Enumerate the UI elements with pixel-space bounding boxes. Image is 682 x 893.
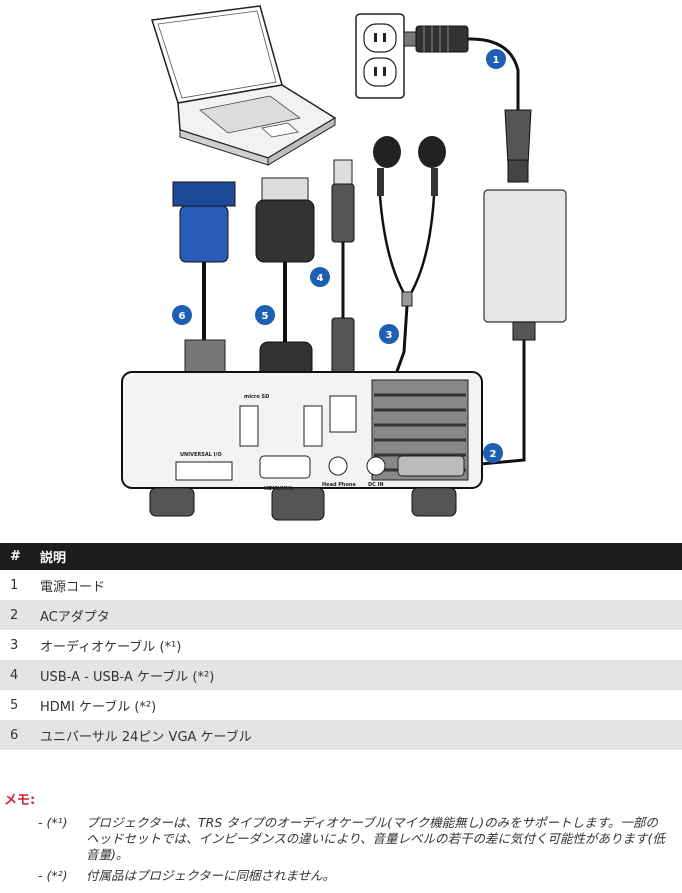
note-text: 付属品はプロジェクターに同梱されません。 — [86, 868, 336, 883]
power-cord-illustration — [403, 25, 532, 183]
micro-sd-label: micro SD — [244, 394, 269, 400]
badge-2: 2 — [483, 443, 503, 463]
svg-text:4: 4 — [317, 273, 324, 284]
usb-cable-illustration — [331, 159, 355, 399]
row-number: 1 — [10, 577, 19, 593]
badge-3: 3 — [379, 324, 399, 344]
headphone-label: Head Phone — [322, 482, 356, 488]
dc-in-label: DC IN — [368, 482, 384, 488]
cable-description-table: # 説明 1 電源コード 2 ACアダプタ 3 オーディオケーブル (*¹) 4… — [0, 543, 682, 750]
row-description: 電源コード — [40, 579, 106, 595]
earphones-illustration — [370, 136, 446, 441]
table-row: 1 電源コード — [0, 570, 682, 600]
memo-title: メモ: — [4, 793, 36, 808]
row-number: 2 — [10, 607, 19, 623]
table-row: 3 オーディオケーブル (*¹) — [0, 630, 682, 660]
row-description: ACアダプタ — [40, 609, 110, 625]
universal-io-label: UNIVERSAL I/O — [180, 452, 222, 458]
hdmi-mhl-label: HDMI/MHL — [264, 486, 294, 492]
memo-note-2: - (*²) 付属品はプロジェクターに同梱されません。 — [38, 868, 668, 884]
projector-rear-illustration: UNIVERSAL I/O HDMI/MHL Head Phone DC IN … — [121, 371, 483, 521]
note-text: プロジェクターは、TRS タイプのオーディオケーブル(マイク機能無し)のみをサポ… — [86, 815, 665, 862]
note-marker: - (*²) — [38, 868, 68, 883]
table-row: 6 ユニバーサル 24ピン VGA ケーブル — [0, 720, 682, 750]
svg-text:6: 6 — [179, 311, 186, 322]
laptop-illustration — [151, 5, 337, 166]
svg-text:2: 2 — [490, 449, 497, 460]
row-description: USB-A - USB-A ケーブル (*²) — [40, 669, 215, 685]
badge-1: 1 — [486, 49, 506, 69]
svg-text:5: 5 — [262, 311, 269, 322]
wall-outlet-illustration — [355, 13, 405, 99]
row-number: 4 — [10, 667, 19, 683]
memo-note-1: - (*¹) プロジェクターは、TRS タイプのオーディオケーブル(マイク機能無し… — [38, 815, 668, 863]
table-row: 5 HDMI ケーブル (*²) — [0, 690, 682, 720]
svg-text:1: 1 — [493, 55, 500, 66]
badge-4: 4 — [310, 267, 330, 287]
row-number: 5 — [10, 697, 19, 713]
ac-adapter-illustration — [469, 189, 567, 467]
header-number: # — [10, 549, 21, 564]
badge-6: 6 — [172, 305, 192, 325]
row-description: オーディオケーブル (*¹) — [40, 639, 182, 655]
row-description: HDMI ケーブル (*²) — [40, 699, 157, 715]
row-description: ユニバーサル 24ピン VGA ケーブル — [40, 729, 252, 745]
badge-5: 5 — [255, 305, 275, 325]
svg-text:3: 3 — [386, 330, 393, 341]
connection-diagram: UNIVERSAL I/O HDMI/MHL Head Phone DC IN … — [121, 5, 567, 521]
row-number: 3 — [10, 637, 19, 653]
header-description: 説明 — [40, 551, 67, 566]
table-row: 2 ACアダプタ — [0, 600, 682, 630]
note-marker: - (*¹) — [38, 815, 68, 830]
table-header: # 説明 — [0, 543, 682, 570]
row-number: 6 — [10, 727, 19, 743]
table-row: 4 USB-A - USB-A ケーブル (*²) — [0, 660, 682, 690]
